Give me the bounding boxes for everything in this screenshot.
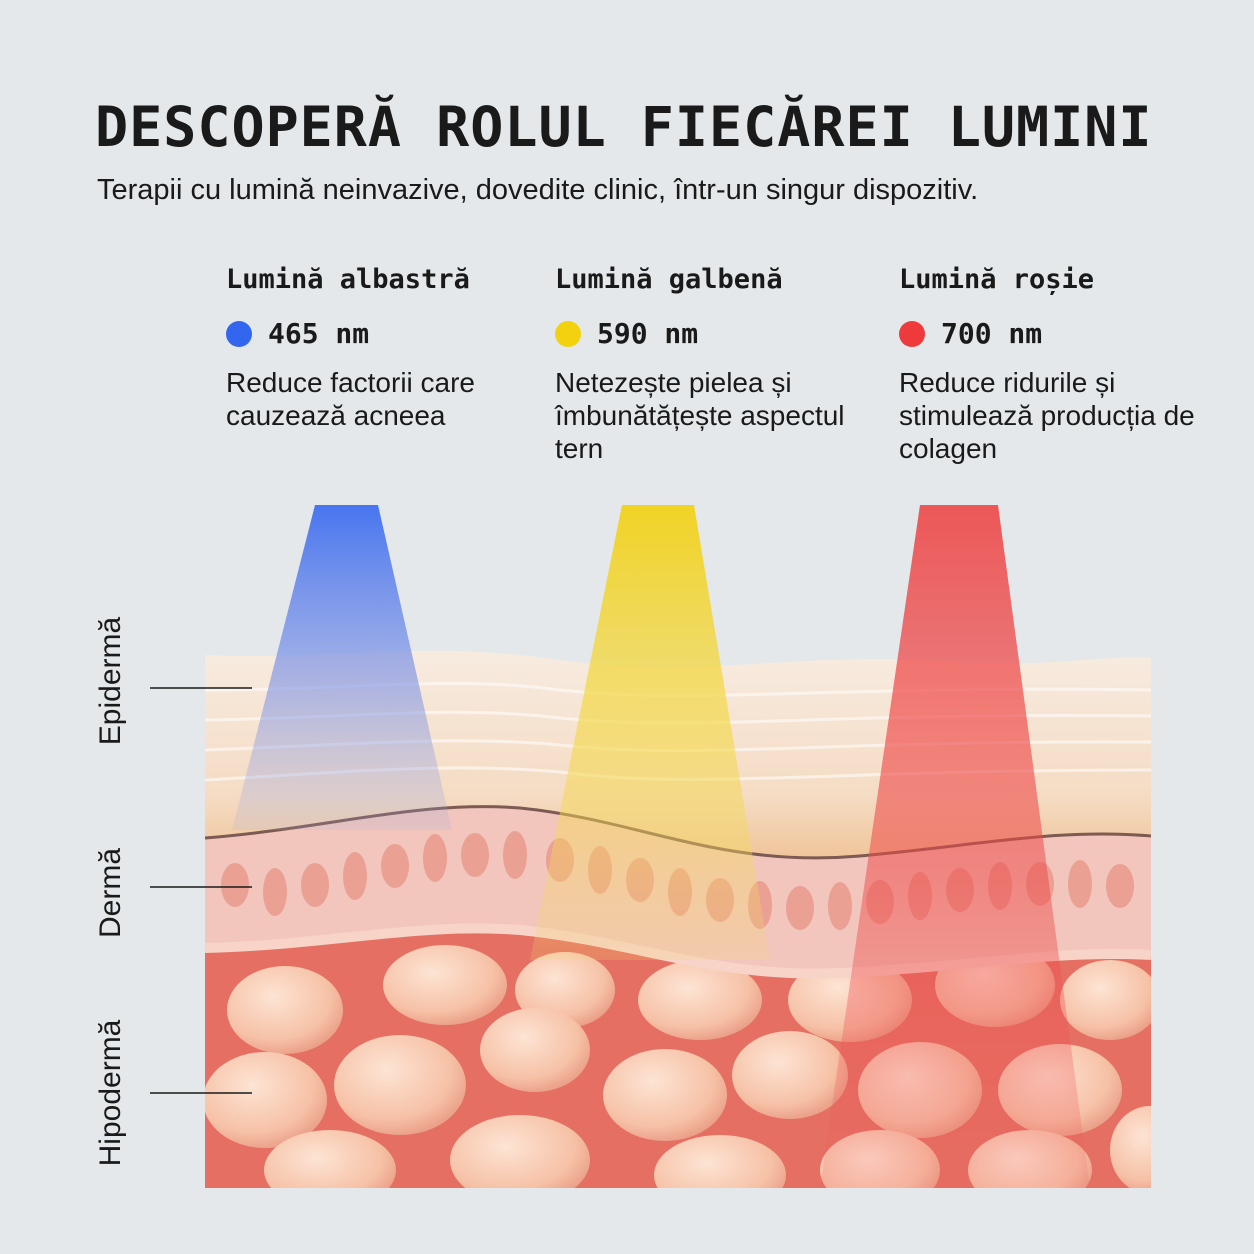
blue-light-beam	[232, 505, 452, 830]
page-title: DESCOPERĂ ROLUL FIECĂREI LUMINI	[95, 95, 1153, 159]
layer-label-dermis: Dermă	[94, 847, 127, 939]
yellow-light-beam	[530, 505, 770, 960]
red-light-beam	[820, 505, 1090, 1188]
light-description-blue: Reduce factorii care cauzează acneea	[226, 367, 476, 431]
light-beams	[232, 505, 1090, 1188]
light-description-red: Reduce ridurile și stimulează producția …	[899, 367, 1195, 464]
yellow-dot-icon	[555, 321, 581, 347]
layer-label-hypodermis: Hipodermă	[94, 1019, 127, 1167]
light-card-blue: Lumină albastră 465 nm Reduce factorii c…	[226, 260, 546, 432]
light-wavelength-blue: 465 nm	[226, 314, 546, 354]
wavelength-value-red: 700 nm	[941, 317, 1043, 350]
red-dot-icon	[899, 321, 925, 347]
light-name-yellow: Lumină galbenă	[555, 264, 783, 295]
layer-label-epidermis: Epidermă	[94, 616, 127, 746]
blue-dot-icon	[226, 321, 252, 347]
page-subtitle: Terapii cu lumină neinvazive, dovedite c…	[97, 174, 979, 206]
light-description-yellow: Netezește pielea și îmbunătățește aspect…	[555, 367, 845, 464]
light-name-blue: Lumină albastră	[226, 264, 470, 295]
layer-indicator-lines	[150, 687, 252, 1094]
wavelength-value-yellow: 590 nm	[597, 317, 699, 350]
wavelength-value-blue: 465 nm	[268, 317, 370, 350]
light-wavelength-yellow: 590 nm	[555, 314, 875, 354]
light-name-red: Lumină roșie	[899, 264, 1095, 295]
light-wavelength-red: 700 nm	[899, 314, 1219, 354]
light-card-red: Lumină roșie 700 nm Reduce ridurile și s…	[899, 260, 1219, 465]
light-card-yellow: Lumină galbenă 590 nm Netezește pielea ș…	[555, 260, 875, 465]
